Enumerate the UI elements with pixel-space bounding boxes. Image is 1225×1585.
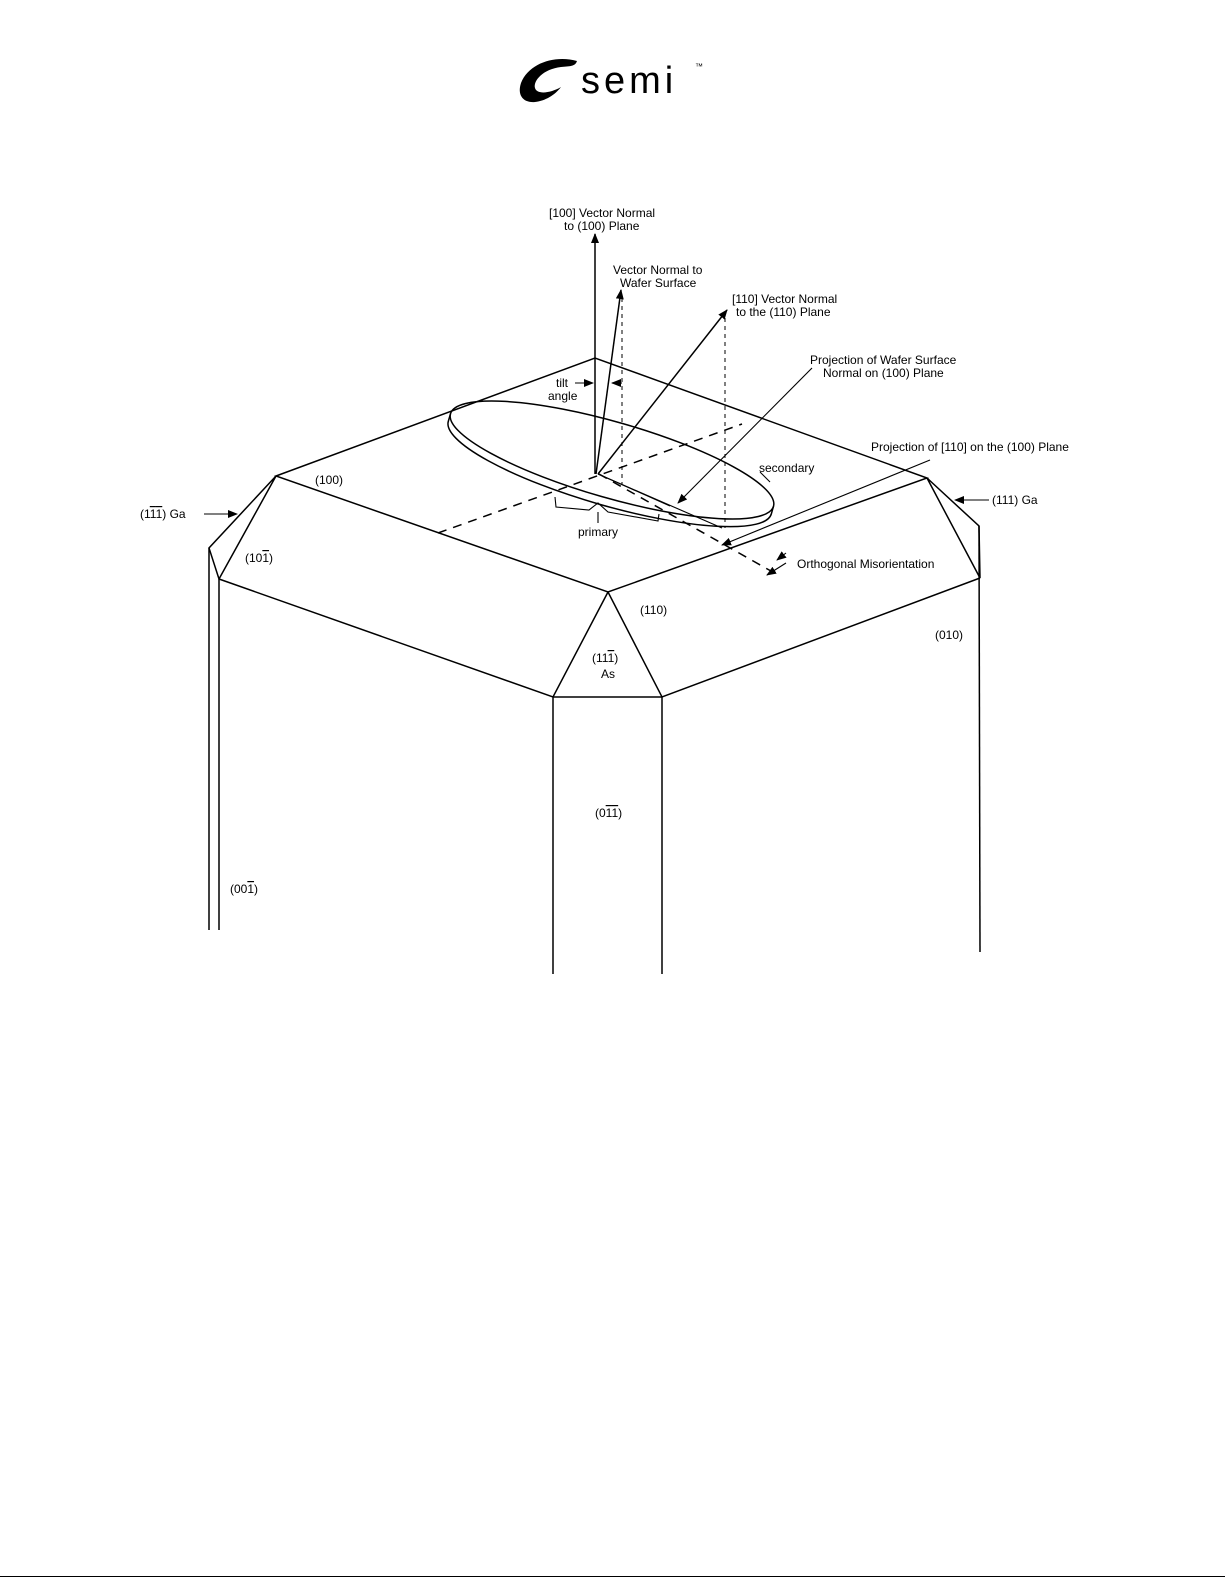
label-proj-wafer-line1: Projection of Wafer Surface <box>810 353 957 367</box>
primary-flat <box>554 496 660 522</box>
proj-wafer-leader <box>677 367 813 504</box>
projection-110-solid <box>597 473 723 529</box>
label-as: As <box>601 667 615 681</box>
label-ga-right: (111) Ga <box>992 493 1038 507</box>
label-tilt-line1: tilt <box>556 376 569 390</box>
projection-110-dashed <box>437 423 743 534</box>
proj-110-leader <box>721 459 931 546</box>
label-primary: primary <box>578 525 618 539</box>
label-face-010: (010) <box>935 628 963 642</box>
label-face-10-1: (101) <box>245 551 273 565</box>
label-orthogonal: Orthogonal Misorientation <box>797 557 934 571</box>
label-face-100: (100) <box>315 473 343 487</box>
label-face-11-1: (111) <box>592 651 618 665</box>
right-vertical-edge <box>978 525 981 953</box>
orthogonal-leader-2 <box>766 562 787 576</box>
label-proj-wafer-line2: Normal on (100) Plane <box>823 366 944 380</box>
label-proj-110: Projection of [110] on the (100) Plane <box>871 440 1069 454</box>
label-wafer-normal-line2: Wafer Surface <box>620 276 697 290</box>
footer-rule <box>0 1576 1225 1577</box>
label-secondary: secondary <box>759 461 814 475</box>
label-vec110-line1: [110] Vector Normal <box>732 292 837 306</box>
secondary-flat-leader <box>759 471 771 483</box>
label-vec100-line1: [100] Vector Normal <box>549 206 655 220</box>
label-vec110-line2: to the (110) Plane <box>736 305 831 319</box>
projection-wafer-dashed <box>598 473 779 576</box>
logo-tm: ™ <box>695 62 703 71</box>
orthogonal-leader-1 <box>776 551 787 561</box>
vector-110 <box>597 309 728 475</box>
logo-swoosh-icon <box>519 59 577 103</box>
left-chamfer-edges <box>208 475 277 581</box>
left-lower-ridge <box>218 578 609 698</box>
vector-wafer-normal <box>595 289 624 475</box>
right-lower-ridge <box>607 577 981 698</box>
label-wafer-normal-line1: Vector Normal to <box>613 263 703 277</box>
label-tilt-line2: angle <box>548 389 578 403</box>
label-ga-left: (111) Ga <box>140 507 186 521</box>
semi-logo: semi ™ <box>515 55 715 107</box>
label-face-0-1-1: (011) <box>595 806 622 820</box>
label-face-00-1: (001) <box>230 882 258 896</box>
label-face-110: (110) <box>640 603 667 617</box>
semi-logo-graphic: semi ™ <box>519 59 703 103</box>
right-chamfer-edges <box>926 477 981 579</box>
label-vec100-line2: to (100) Plane <box>564 219 640 233</box>
logo-word: semi <box>581 60 677 102</box>
